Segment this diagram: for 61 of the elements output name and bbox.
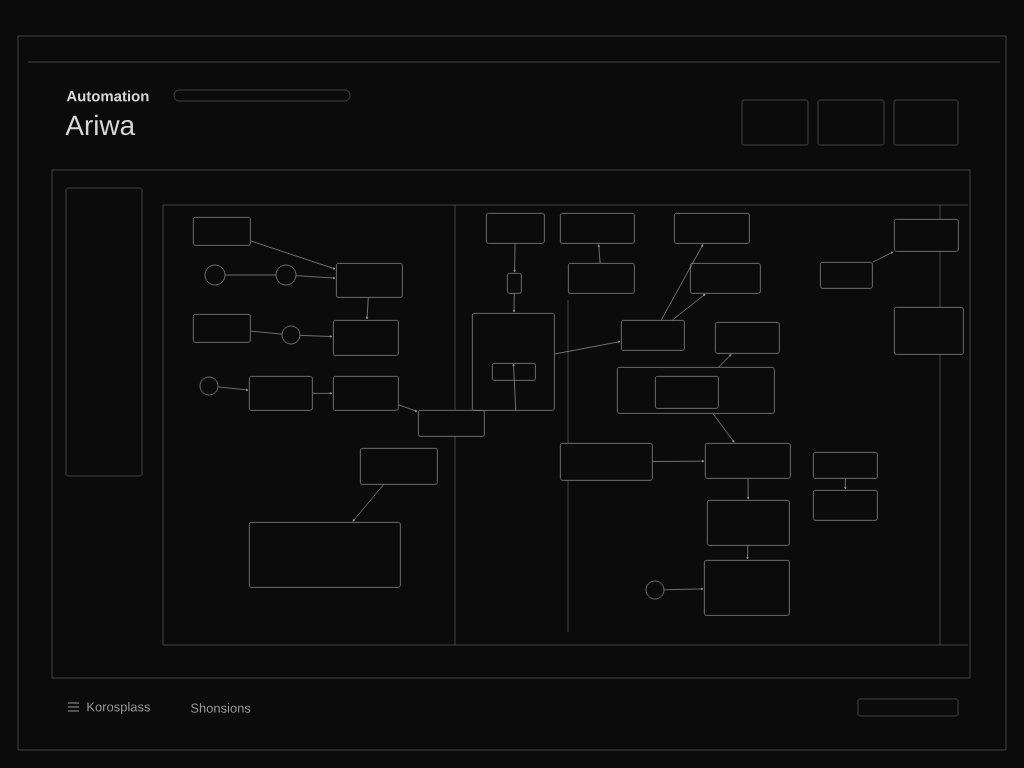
footer-label: Korosplass — [87, 701, 150, 715]
process-box — [568, 263, 635, 294]
arrow — [718, 354, 732, 368]
process-box — [705, 443, 791, 479]
process-box — [560, 443, 653, 481]
arrow — [312, 392, 333, 395]
process-box — [560, 213, 635, 244]
subtitle: Ariwa — [65, 114, 136, 136]
icon-circle — [645, 580, 665, 600]
arrow — [512, 363, 517, 412]
arrow — [747, 478, 750, 500]
icon-circle — [275, 264, 297, 286]
process-box — [894, 219, 959, 252]
footer-label: Shonsions — [190, 703, 251, 713]
arrow — [712, 413, 735, 443]
arrow — [664, 587, 704, 591]
icon-circle — [199, 376, 219, 396]
process-box — [333, 320, 399, 356]
process-box — [674, 213, 750, 244]
arrow — [366, 297, 369, 320]
arrow — [844, 478, 847, 490]
process-box — [472, 313, 555, 411]
process-box — [360, 448, 438, 485]
inner-box — [655, 376, 719, 409]
process-box — [704, 560, 790, 616]
process-box — [813, 452, 878, 479]
process-box — [336, 263, 403, 298]
arrow — [352, 484, 384, 522]
process-box — [690, 263, 761, 294]
process-box — [193, 217, 251, 246]
process-box — [894, 307, 964, 355]
process-box — [486, 213, 545, 244]
process-box — [333, 376, 399, 411]
arrow — [660, 244, 704, 321]
icon-circle — [204, 264, 226, 286]
arrow — [512, 293, 516, 313]
process-box — [820, 262, 873, 289]
process-box — [193, 314, 251, 343]
inner-box — [492, 363, 536, 381]
process-box — [813, 490, 878, 521]
arrow — [217, 386, 249, 391]
process-box — [418, 410, 485, 437]
title: Automation — [66, 90, 149, 102]
arrow — [672, 293, 706, 321]
process-box — [715, 322, 780, 354]
arrow — [300, 335, 333, 338]
arrow — [746, 545, 749, 560]
arrow — [398, 404, 418, 412]
arrow — [250, 240, 336, 270]
arrow — [554, 340, 621, 355]
arrow — [872, 251, 894, 263]
process-box — [249, 376, 313, 411]
process-box — [249, 522, 401, 588]
arrow — [597, 244, 601, 264]
icon-circle — [281, 325, 301, 345]
arrow — [652, 460, 705, 463]
arrow — [295, 275, 336, 280]
arrow — [513, 243, 516, 273]
process-box — [707, 500, 790, 546]
process-box — [507, 273, 522, 294]
process-box — [621, 320, 685, 351]
